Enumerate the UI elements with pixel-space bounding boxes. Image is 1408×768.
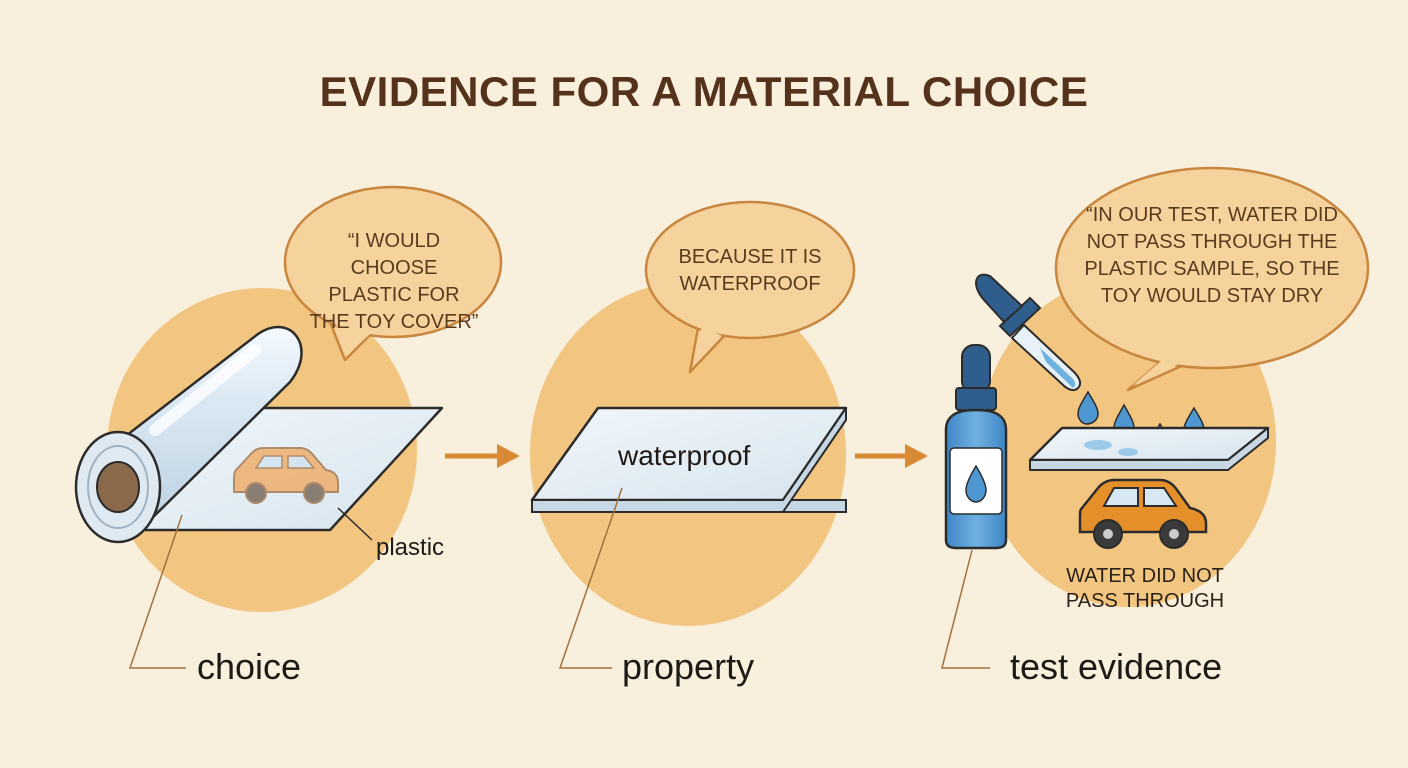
car-icon <box>1078 478 1208 549</box>
test-result-text: WATER DID NOT PASS THROUGH <box>1065 565 1225 612</box>
evidence-leader-line <box>941 549 990 669</box>
plastic-callout-line <box>337 507 373 541</box>
speech-bubble-property <box>644 200 856 374</box>
arrow-right-icon <box>445 444 520 468</box>
bubble-text-evidence: “IN OUR TEST, WATER DID NOT PASS THROUGH… <box>1084 204 1340 307</box>
diagram-title: EVIDENCE FOR A MATERIAL CHOICE <box>319 68 1089 115</box>
waterproof-sheet <box>530 406 848 513</box>
bottle-icon <box>944 344 1008 550</box>
stage-label-property: property <box>622 646 755 687</box>
speech-bubble-choice <box>283 185 503 362</box>
waterproof-sheet-label: waterproof <box>618 440 751 471</box>
speech-bubble-evidence <box>1054 166 1370 392</box>
bubble-text-property: BECAUSE IT IS WATERPROOF <box>678 246 822 295</box>
car-icon <box>233 447 339 504</box>
test-plastic-sample <box>1028 426 1270 471</box>
property-leader-line <box>558 487 623 669</box>
dropper-icon <box>975 273 1082 392</box>
choice-leader-line <box>128 514 186 669</box>
plastic-callout-label: plastic <box>376 534 445 561</box>
stage-label-evidence: test evidence <box>1010 646 1223 687</box>
bubble-text-choice: “I WOULD CHOOSE PLASTIC FOR THE TOY COVE… <box>309 230 479 333</box>
stage-label-choice: choice <box>197 646 302 687</box>
arrow-right-icon <box>855 444 928 468</box>
